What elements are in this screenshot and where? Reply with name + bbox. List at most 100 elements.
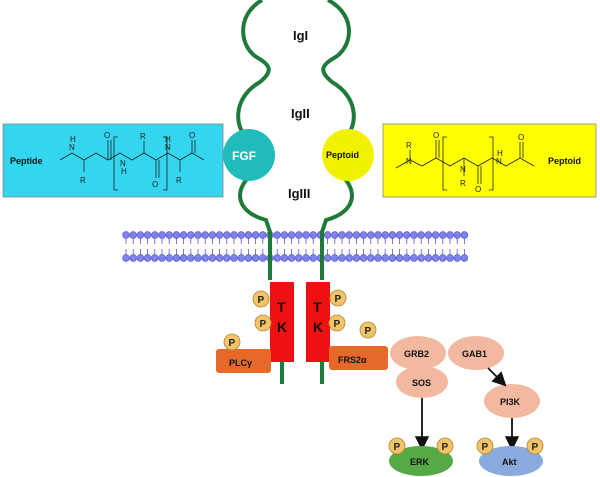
lipid-head	[331, 231, 339, 239]
lipid-head	[403, 254, 411, 262]
svg-text:H: H	[165, 135, 171, 144]
lipid-head	[460, 254, 469, 262]
svg-text:N: N	[69, 143, 75, 152]
lipid-head	[431, 231, 440, 239]
phosphate-label: P	[335, 294, 342, 305]
lipid-head	[395, 231, 404, 239]
lipid-head	[460, 231, 469, 239]
peptoid-ligand-label: Peptoid	[326, 150, 359, 160]
lipid-head	[323, 254, 332, 262]
gab1-to-pi3k-arrow	[487, 367, 507, 387]
akt-label: Akt	[502, 457, 517, 467]
frs2-alpha-label: FRS2α	[338, 355, 367, 365]
lipid-head	[338, 231, 346, 239]
erk-label: ERK	[410, 457, 430, 467]
phosphate-icon	[254, 314, 272, 332]
lipid-head	[410, 254, 418, 262]
lipid-head	[345, 231, 353, 239]
lipid-head	[251, 254, 260, 262]
lipid-head	[381, 254, 389, 262]
svg-text:O: O	[433, 131, 439, 140]
lipid-head	[237, 231, 245, 239]
lipid-head	[201, 254, 209, 262]
lipid-head	[230, 231, 238, 239]
lipid-head	[223, 254, 231, 262]
phosphate-icon	[526, 437, 544, 455]
svg-text:N: N	[460, 165, 466, 174]
lipid-head	[403, 231, 411, 239]
lipid-head	[359, 254, 368, 262]
lipid-head	[302, 254, 310, 262]
lipid-head	[338, 254, 346, 262]
svg-text:O: O	[475, 185, 481, 194]
lipid-head	[136, 231, 145, 239]
lipid-head	[172, 254, 181, 262]
lipid-head	[223, 231, 231, 239]
phosphate-label: P	[229, 338, 236, 349]
kinase-domain-left	[270, 282, 294, 362]
lipid-head	[424, 254, 433, 262]
lipid-head	[439, 231, 447, 239]
lipid-head	[215, 254, 224, 262]
lipid-head	[453, 254, 461, 262]
grb2-label: GRB2	[404, 349, 429, 359]
svg-text:N: N	[120, 159, 126, 168]
svg-text:N: N	[165, 143, 171, 152]
lipid-head	[208, 231, 217, 239]
phosphate-icon	[329, 289, 347, 307]
grb2-node	[390, 336, 446, 370]
lipid-head	[208, 254, 217, 262]
fgf-ligand	[223, 129, 275, 181]
kinase-right-k: K	[313, 319, 323, 335]
lipid-head	[345, 254, 353, 262]
svg-text:O: O	[104, 131, 110, 140]
lipid-head	[187, 231, 195, 239]
lipid-head	[446, 254, 454, 262]
peptide-structure-atoms: NH R O NH R O NH R O	[69, 131, 195, 189]
peptoid-panel: Peptoid R N O N R O NH O	[382, 123, 597, 198]
sos-label: SOS	[412, 378, 431, 388]
lipid-head	[230, 254, 238, 262]
lipid-head	[453, 231, 461, 239]
phosphate-label: P	[532, 442, 539, 453]
lipid-head	[374, 254, 382, 262]
phosphate-label: P	[260, 319, 267, 330]
peptoid-ligand	[322, 129, 374, 181]
svg-text:H: H	[70, 135, 76, 144]
lipid-head	[158, 254, 166, 262]
lipid-head	[172, 231, 181, 239]
kinase-domain-right	[306, 282, 330, 362]
lipid-head	[122, 254, 130, 262]
lipid-head	[237, 254, 245, 262]
lipid-head	[446, 231, 454, 239]
peptide-structure	[59, 136, 205, 191]
lipid-head	[143, 254, 152, 262]
phosphate-icon	[436, 437, 454, 455]
phosphate-label: P	[258, 295, 265, 306]
phosphate-icon	[328, 314, 346, 332]
lipid-head	[280, 254, 289, 262]
svg-text:R: R	[406, 141, 412, 150]
svg-text:O: O	[152, 180, 158, 189]
akt-node	[479, 446, 543, 476]
lipid-head	[165, 231, 173, 239]
lipid-head	[179, 254, 188, 262]
lipid-head	[244, 231, 253, 239]
lipid-head	[367, 254, 375, 262]
lipid-head	[381, 231, 389, 239]
svg-text:O: O	[518, 133, 524, 142]
lipid-head	[165, 254, 173, 262]
lipid-head	[280, 231, 289, 239]
phosphate-icon	[388, 437, 406, 455]
svg-text:H: H	[497, 149, 503, 158]
erk-node	[389, 446, 453, 476]
lipid-head	[136, 254, 145, 262]
lipid-head	[201, 231, 209, 239]
phosphate-label: P	[442, 442, 449, 453]
plc-gamma-label: PLCγ	[229, 358, 252, 368]
lipid-head	[179, 231, 188, 239]
lipid-head	[129, 254, 137, 262]
